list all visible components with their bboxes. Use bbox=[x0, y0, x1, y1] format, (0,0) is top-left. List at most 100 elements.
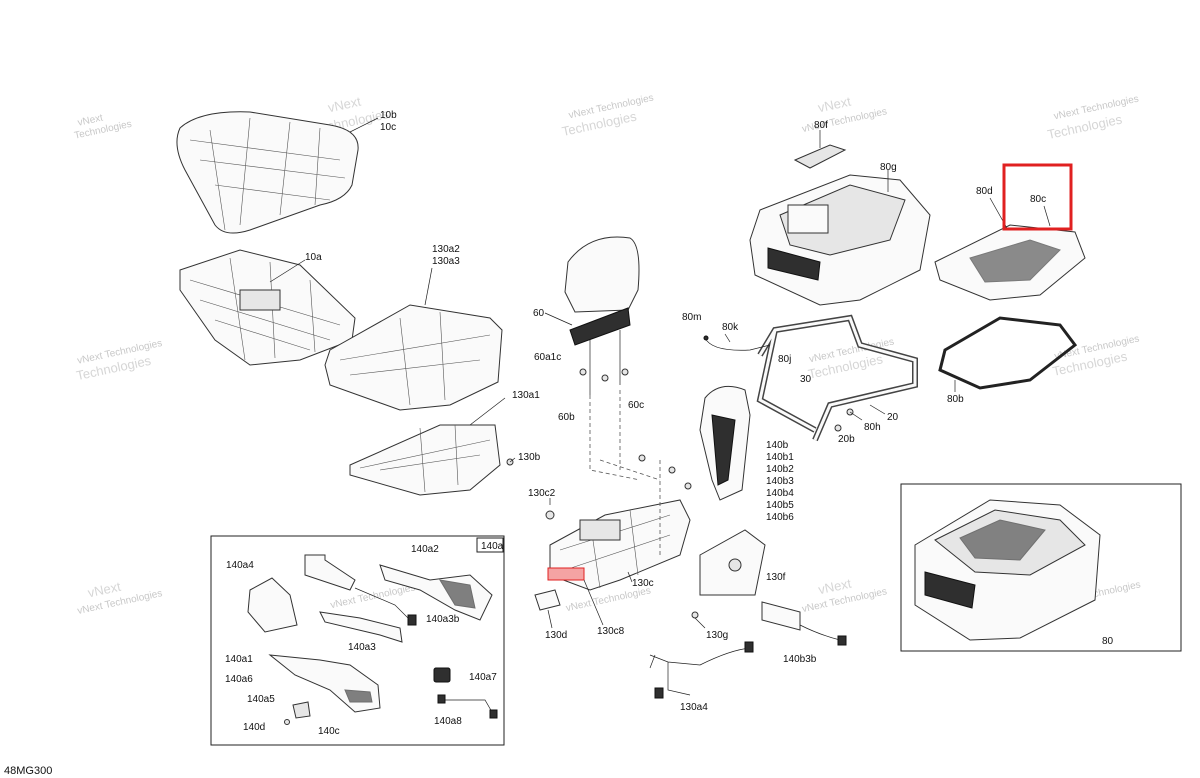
cargo-box-part bbox=[749, 174, 931, 306]
label-140a: 140a bbox=[481, 541, 504, 552]
cargo-lid-part bbox=[934, 224, 1086, 301]
seat-cushion-part bbox=[176, 111, 359, 234]
label-140d: 140d bbox=[243, 722, 265, 733]
label-80c: 80c bbox=[1030, 194, 1046, 205]
label-140b5: 140b5 bbox=[766, 500, 794, 511]
label-60c: 60c bbox=[628, 400, 644, 411]
label-130a2: 130a2 bbox=[432, 244, 460, 255]
seal-gasket-part bbox=[938, 316, 1078, 390]
label-140b: 140b bbox=[766, 440, 789, 451]
label-80f: 80f bbox=[814, 120, 828, 131]
seat-mount-part bbox=[549, 499, 691, 591]
label-130f: 130f bbox=[766, 572, 786, 583]
cargo-latch-part bbox=[793, 144, 847, 169]
label-130a3: 130a3 bbox=[432, 256, 460, 267]
heater-pad-part bbox=[304, 554, 417, 626]
armrest-trim-part bbox=[319, 611, 403, 643]
label-140b4: 140b4 bbox=[766, 488, 794, 499]
pad-part bbox=[534, 589, 561, 611]
leader-line bbox=[627, 571, 633, 583]
label-140a8: 140a8 bbox=[434, 716, 462, 727]
label-140a4: 140a4 bbox=[226, 560, 254, 571]
label-140b6: 140b6 bbox=[766, 512, 794, 523]
label-80: 80 bbox=[1102, 636, 1114, 647]
cable-part bbox=[703, 335, 771, 351]
leader-line bbox=[869, 404, 886, 415]
label-80b: 80b bbox=[947, 394, 964, 405]
label-10a: 10a bbox=[305, 252, 322, 263]
label-130a1: 130a1 bbox=[512, 390, 540, 401]
armrest-cover-part bbox=[247, 577, 298, 633]
seat-base-part bbox=[179, 249, 356, 366]
label-140a5: 140a5 bbox=[247, 694, 275, 705]
label-140c: 140c bbox=[318, 726, 340, 737]
leader-line bbox=[724, 333, 731, 343]
label-140b2: 140b2 bbox=[766, 464, 794, 475]
label-140a3b: 140a3b bbox=[426, 614, 460, 625]
leader-line bbox=[694, 617, 706, 629]
label-140b3b: 140b3b bbox=[783, 654, 817, 665]
label-60: 60 bbox=[533, 308, 545, 319]
watermark-text: vNext bbox=[816, 94, 852, 116]
armrest-base-part bbox=[268, 654, 381, 713]
watermark-text: vNext Technologies bbox=[565, 585, 652, 614]
leader-line bbox=[469, 397, 506, 426]
rack-frame-part bbox=[756, 314, 918, 442]
leader-line bbox=[544, 312, 573, 326]
inset-box-80 bbox=[900, 483, 1182, 652]
heater-element-part bbox=[761, 601, 847, 646]
side-bolster-part bbox=[699, 385, 751, 501]
label-130b: 130b bbox=[518, 452, 541, 463]
label-140a1: 140a1 bbox=[225, 654, 253, 665]
label-140a3: 140a3 bbox=[348, 642, 376, 653]
label-60a1c: 60a1c bbox=[534, 352, 561, 363]
watermark-text: vNext bbox=[326, 94, 362, 116]
inset-box-140a bbox=[210, 535, 505, 746]
label-140b1: 140b1 bbox=[766, 452, 794, 463]
label-80j: 80j bbox=[778, 354, 791, 365]
label-60b: 60b bbox=[558, 412, 575, 423]
label-140a2: 140a2 bbox=[411, 544, 439, 555]
seat-foam-part bbox=[324, 304, 503, 411]
diagram-code: 48MG300 bbox=[4, 765, 52, 777]
label-80d: 80d bbox=[976, 186, 993, 197]
highlight-box bbox=[1002, 163, 1073, 231]
harness-part bbox=[649, 641, 754, 699]
leader-line bbox=[1043, 205, 1051, 227]
watermark-text: vNext bbox=[77, 113, 105, 129]
leader-line bbox=[269, 259, 306, 283]
label-130d: 130d bbox=[545, 630, 567, 641]
leader-line bbox=[583, 579, 604, 626]
label-130a4: 130a4 bbox=[680, 702, 708, 713]
armrest-panel-part bbox=[379, 564, 493, 621]
backrest-part bbox=[564, 236, 640, 395]
leader-line bbox=[509, 457, 516, 463]
leader-line bbox=[849, 411, 863, 421]
clip-part bbox=[292, 701, 311, 719]
label-80k: 80k bbox=[722, 322, 739, 333]
label-140a6: 140a6 bbox=[225, 674, 253, 685]
label-10c: 10c bbox=[380, 122, 396, 133]
inset-tag bbox=[476, 537, 504, 553]
side-panel-part bbox=[699, 529, 766, 596]
switch-part bbox=[433, 667, 451, 683]
label-10b: 10b bbox=[380, 110, 397, 121]
label-80g: 80g bbox=[880, 162, 897, 173]
bolster-labels: 140b 140b1 140b2 140b3 140b4 140b5 140b6 bbox=[766, 440, 794, 523]
wire-harness-part bbox=[437, 694, 498, 719]
label-130c8: 130c8 bbox=[597, 626, 625, 637]
leader-line bbox=[547, 609, 553, 629]
label-140a7: 140a7 bbox=[469, 672, 497, 683]
label-130c2: 130c2 bbox=[528, 488, 556, 499]
label-130g: 130g bbox=[706, 630, 728, 641]
label-20b: 20b bbox=[838, 434, 855, 445]
label-20: 20 bbox=[887, 412, 899, 423]
watermark-text: vNext bbox=[817, 576, 853, 598]
leader-line bbox=[424, 267, 433, 306]
leader-line bbox=[349, 117, 379, 133]
label-140b3: 140b3 bbox=[766, 476, 794, 487]
seat-frame-part bbox=[349, 424, 501, 496]
label-80m: 80m bbox=[682, 312, 701, 323]
label-30: 30 bbox=[800, 374, 812, 385]
